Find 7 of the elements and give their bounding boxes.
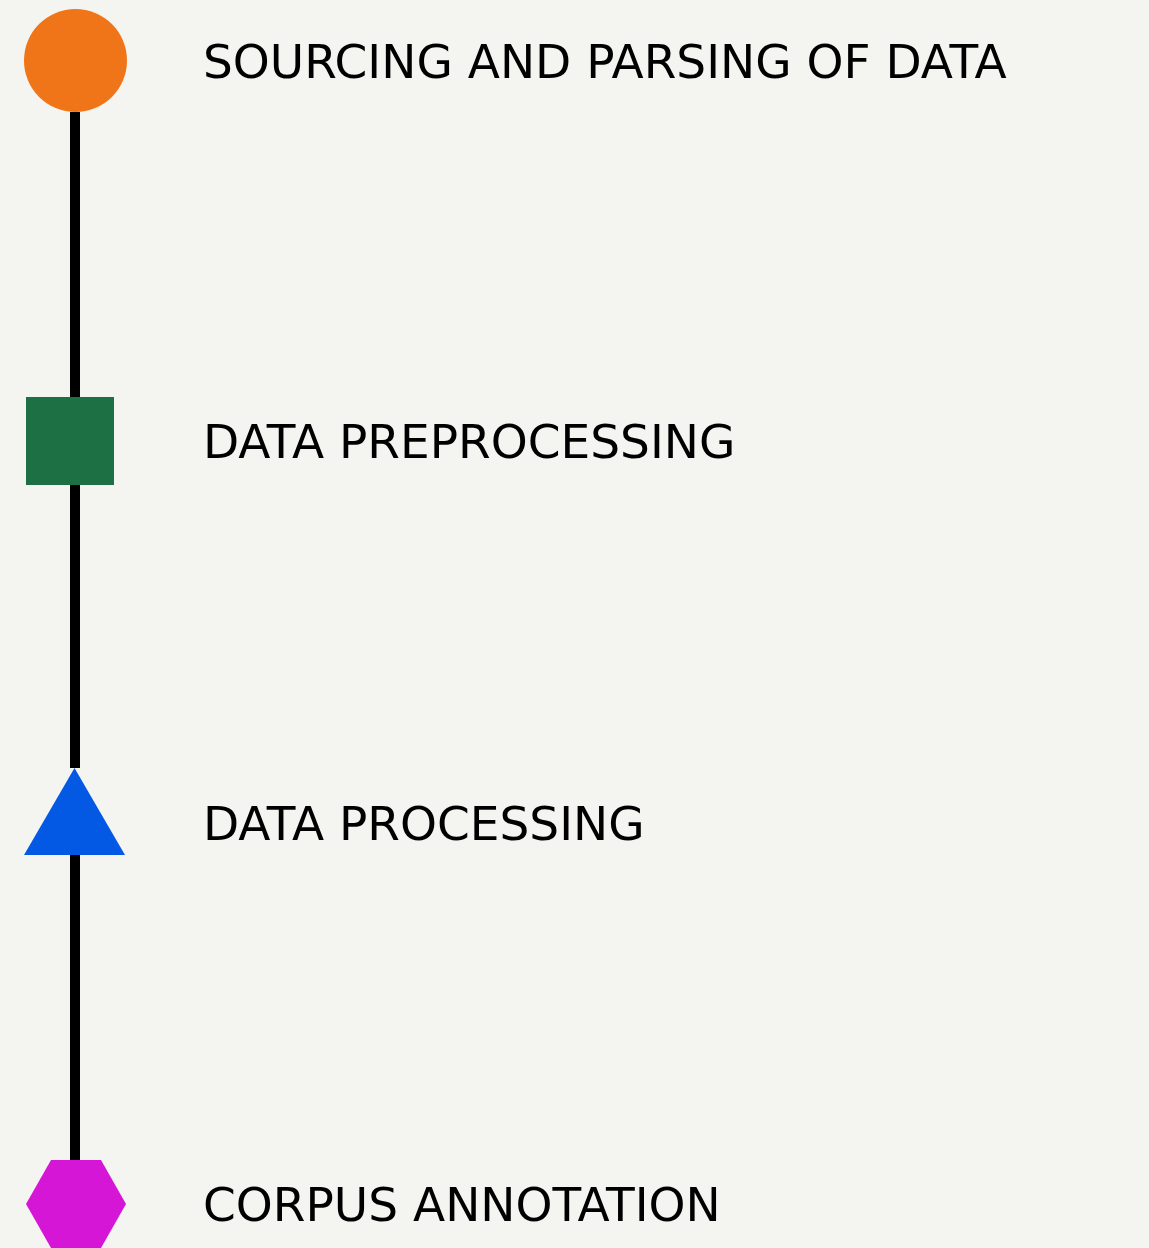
- connector-line: [70, 112, 80, 397]
- step-label: CORPUS ANNOTATION: [203, 1181, 721, 1228]
- step-label: DATA PREPROCESSING: [203, 418, 736, 465]
- connector-line: [70, 855, 80, 1160]
- step-label: DATA PROCESSING: [203, 800, 645, 847]
- step-label: SOURCING AND PARSING OF DATA: [203, 38, 1007, 85]
- connector-line: [70, 485, 80, 768]
